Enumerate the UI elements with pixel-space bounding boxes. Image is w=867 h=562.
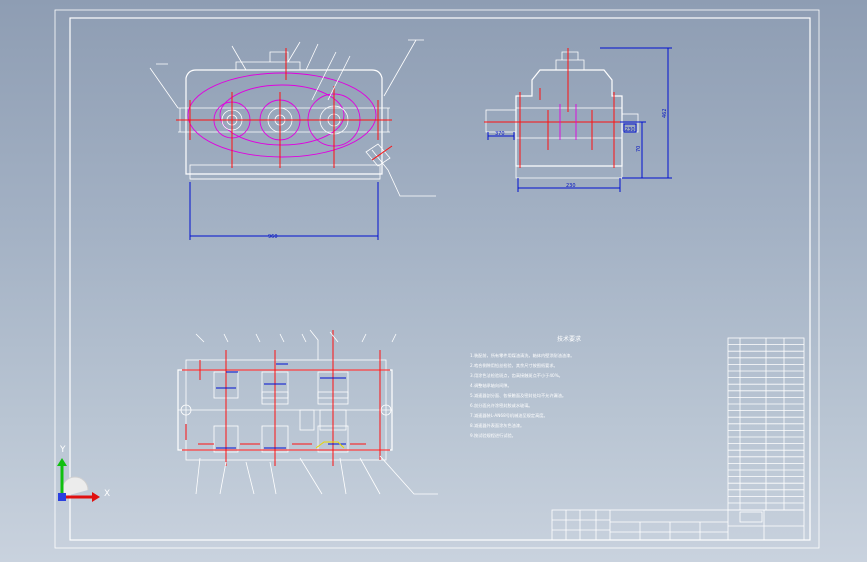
note-6: 6.剖分面允许涂密封胶或水玻璃。 <box>470 402 533 409</box>
y-axis-label: Y <box>59 445 66 455</box>
note-5: 5.减速器剖分面、各接触面及密封处均不允许漏油。 <box>470 392 566 399</box>
front-dimension-line <box>189 182 379 240</box>
note-7: 7.减速器装L-AN68号机械油至规定高度。 <box>470 412 548 419</box>
parts-list <box>727 337 805 511</box>
top-highlight <box>315 441 345 449</box>
front-pitch-ellipse <box>187 72 377 158</box>
note-2: 2.啮合侧隙用铅丝检验，其余尺寸按图纸要求。 <box>470 362 558 369</box>
note-9: 9.按试验规程进行试验。 <box>470 432 516 439</box>
x-axis-label: X <box>104 489 110 499</box>
top-section-view[interactable] <box>177 329 438 495</box>
note-4: 4.调整轴承轴向间隙。 <box>470 382 512 389</box>
top-centerlines <box>182 330 390 466</box>
ucs-axis-icon: X Y <box>57 445 110 502</box>
side-shaft-dim: 70 <box>636 146 642 152</box>
side-height-dim: 462 <box>662 108 668 118</box>
front-centerlines <box>176 48 392 168</box>
sheet-inner-border <box>69 17 811 541</box>
side-centerlines <box>484 48 640 168</box>
note-1: 1.装配前，所有零件用煤油清洗，箱体内壁涂耐油油漆。 <box>470 352 575 359</box>
side-view[interactable]: 462 70 230 370 230 <box>484 47 672 192</box>
side-width-dim: 370 <box>495 131 505 137</box>
top-section-blue <box>216 363 346 449</box>
title-block <box>551 509 805 541</box>
side-mid-dim: 230 <box>625 127 635 133</box>
note-8: 8.减速器外表面涂灰色油漆。 <box>470 422 524 429</box>
front-view[interactable]: 960 <box>149 39 436 240</box>
side-housing-outline <box>515 69 623 167</box>
notes-title: 技术要求 <box>557 335 581 343</box>
side-dimension-lines <box>487 47 672 192</box>
side-base-dim: 230 <box>566 183 576 189</box>
sheet-outer-border <box>54 9 820 549</box>
note-3: 3.用涂色法检验斑点，齿高接触斑点不小于40%。 <box>470 372 563 379</box>
front-width-dim: 960 <box>268 234 278 240</box>
front-housing-outline <box>185 69 383 175</box>
technical-notes: 技术要求 1.装配前，所有零件用煤油清洗，箱体内壁涂耐油油漆。 2.啮合侧隙用铅… <box>470 335 581 439</box>
